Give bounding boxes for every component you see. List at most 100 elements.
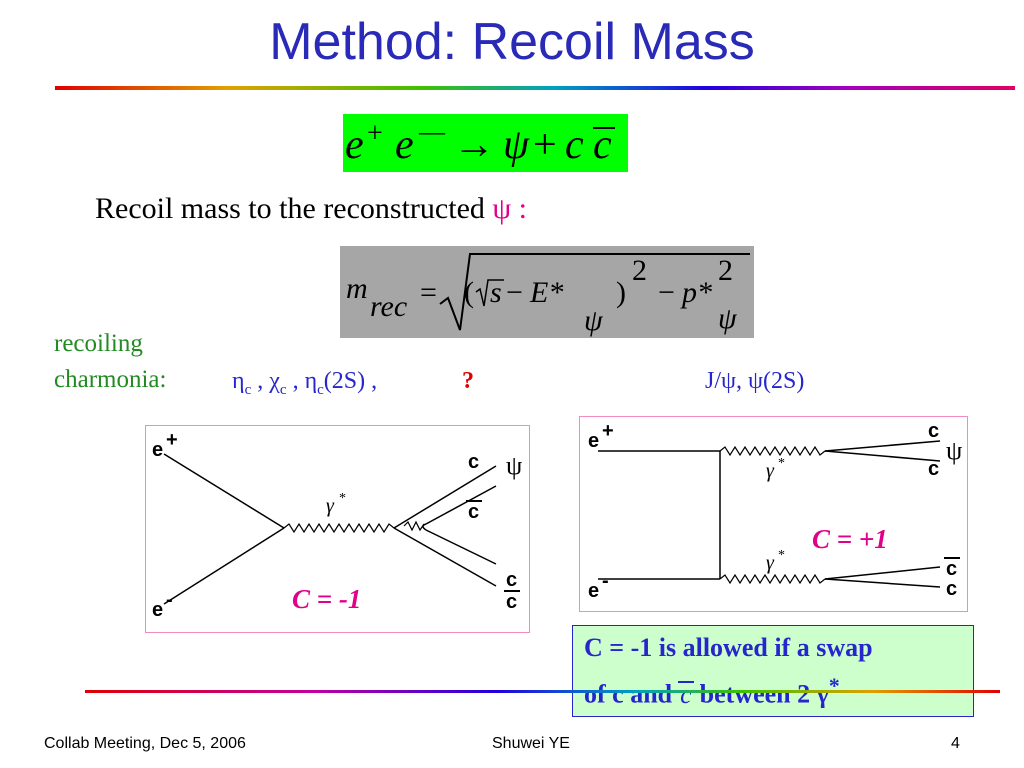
eta-c-sub: c [244, 381, 252, 398]
question-mark: ? [462, 368, 474, 394]
recoil-intro-text: Recoil mass to the reconstructed [95, 192, 493, 225]
footer-page-number: 4 [951, 735, 960, 752]
eta-c2s-symbol: η [304, 368, 318, 394]
feynman-diagram-two-photon: e + e - γ * γ * c ψ c c c [579, 416, 968, 612]
label-e-plus-sup-r: + [602, 420, 614, 442]
note-cbar: c [678, 679, 694, 709]
recoil-mass-formula: m rec = ( s − E* ψ ) 2 − p* 2 ψ [346, 253, 750, 337]
formula-s: s [490, 276, 502, 309]
label-cbar-top: c [468, 501, 479, 523]
note-gamma-sup: * [828, 674, 840, 698]
line-e-plus [163, 453, 285, 529]
page-title: Method: Recoil Mass [269, 13, 755, 71]
recoiling-label: recoiling charmonia: [54, 326, 166, 398]
gluon-wave [403, 520, 425, 532]
charge-plus-label: C = +1 [812, 524, 888, 554]
line-inner-quarks [425, 485, 497, 565]
line-cbar-bottom [393, 527, 497, 587]
reaction-equation-box: e + e — → ψ + c c [343, 114, 628, 172]
label-psi-r: ψ [946, 436, 962, 465]
label-gamma-sup: * [339, 491, 346, 506]
feynman-diagram-annihilation: e + e - γ * c ψ c c c [145, 425, 530, 633]
label-c-bottom: c [506, 569, 517, 591]
formula-exp2: 2 [718, 254, 733, 287]
label-gamma: γ [326, 495, 335, 517]
recoil-intro: Recoil mass to the reconstructed ψ : [95, 192, 527, 226]
left-charmonia-list: ηc , χc , ηc(2S) , [232, 368, 377, 399]
photon-wave-left [283, 522, 395, 534]
line-c-top2-r [824, 450, 941, 462]
formula-rparen: ) [616, 276, 626, 309]
right-charmonia-list: J/ψ, ψ(2S) [705, 368, 805, 394]
sep1: , [251, 368, 270, 394]
formula-psi-sub: ψ [584, 304, 604, 337]
label-gamma1: γ [766, 460, 775, 482]
formula-minus2: − [658, 276, 675, 309]
recoiling-line2: charmonia: [54, 366, 167, 393]
line-e-minus [163, 527, 285, 605]
recoil-mass-formula-box: m rec = ( s − E* ψ ) 2 − p* 2 ψ [340, 246, 754, 338]
eq-arrow: → [453, 122, 495, 168]
eta-c-symbol: η [232, 368, 245, 394]
line-c-bottom-r [824, 578, 941, 588]
feynman-diagram-left-svg: e + e - γ * c ψ c c c [152, 429, 522, 621]
note-line2-a: of c and [584, 679, 673, 709]
formula-inner-sqrt-sign [475, 279, 504, 307]
recoiling-line1: recoiling [54, 330, 143, 357]
footer-meeting: Collab Meeting, Dec 5, 2006 [44, 735, 246, 752]
label-gamma2-sup: * [778, 548, 785, 563]
label-gamma1-sup: * [778, 456, 785, 471]
formula-p: p* [680, 276, 712, 309]
charge-minus-label: C = -1 [292, 584, 362, 614]
formula-rec: rec [370, 290, 407, 323]
title-divider [55, 86, 1015, 90]
photon-wave-bottom [719, 573, 826, 585]
note-line1: C = -1 is allowed if a swap [584, 633, 873, 662]
feynman-diagram-right-svg: e + e - γ * γ * c ψ c c c [588, 420, 962, 602]
formula-sqrt-sign [439, 253, 750, 331]
label-gamma2: γ [766, 552, 775, 574]
formula-minus: − [506, 276, 523, 309]
eta-c2s-sub: c [317, 381, 324, 398]
label-c-bottom-r: c [946, 578, 957, 600]
eq-c2: c [593, 122, 612, 168]
label-e-minus-r: e [588, 580, 599, 602]
eq-plus: + [533, 122, 557, 168]
reaction-equation: e + e — → ψ + c c [345, 117, 615, 168]
formula-psi-sub2: ψ [718, 302, 738, 335]
label-e-plus-r: e [588, 430, 599, 452]
formula-exp1: 2 [632, 254, 647, 287]
eq-plus-sup: + [367, 118, 383, 149]
photon-wave-top [719, 445, 826, 457]
formula-E: E* [529, 276, 563, 309]
label-e-minus-sup: - [166, 589, 173, 611]
label-cbar-bottom: c [506, 591, 517, 613]
formula-m: m [346, 272, 368, 305]
label-c-top-r: c [928, 420, 939, 442]
note-gamma: γ [816, 679, 829, 709]
label-cbar-r: c [946, 558, 957, 580]
formula-lparen: ( [464, 276, 474, 309]
line-c-top-r [824, 440, 941, 452]
label-e-minus-sup-r: - [602, 570, 609, 592]
formula-eq: = [420, 276, 437, 309]
note-line2-b: between 2 [699, 679, 811, 709]
line-cbar-r [824, 566, 941, 580]
eq-psi: ψ [503, 122, 530, 168]
chi-c-symbol: χ [269, 368, 280, 394]
eq-e1: e [345, 122, 364, 168]
recoil-intro-psi: ψ : [492, 192, 528, 225]
label-e-plus-sup: + [166, 429, 178, 451]
label-e-minus: e [152, 599, 163, 621]
label-psi: ψ [506, 451, 522, 480]
eta-c2s-tail: (2S) , [323, 368, 378, 394]
eq-minus-sup: — [418, 117, 446, 146]
label-c-top2-r: c [928, 458, 939, 480]
eq-c1: c [565, 122, 584, 168]
note-box [572, 625, 974, 717]
label-e-plus: e [152, 439, 163, 461]
line-c-top [393, 465, 497, 529]
chi-c-sub: c [279, 381, 287, 398]
footer-divider [85, 690, 1000, 693]
